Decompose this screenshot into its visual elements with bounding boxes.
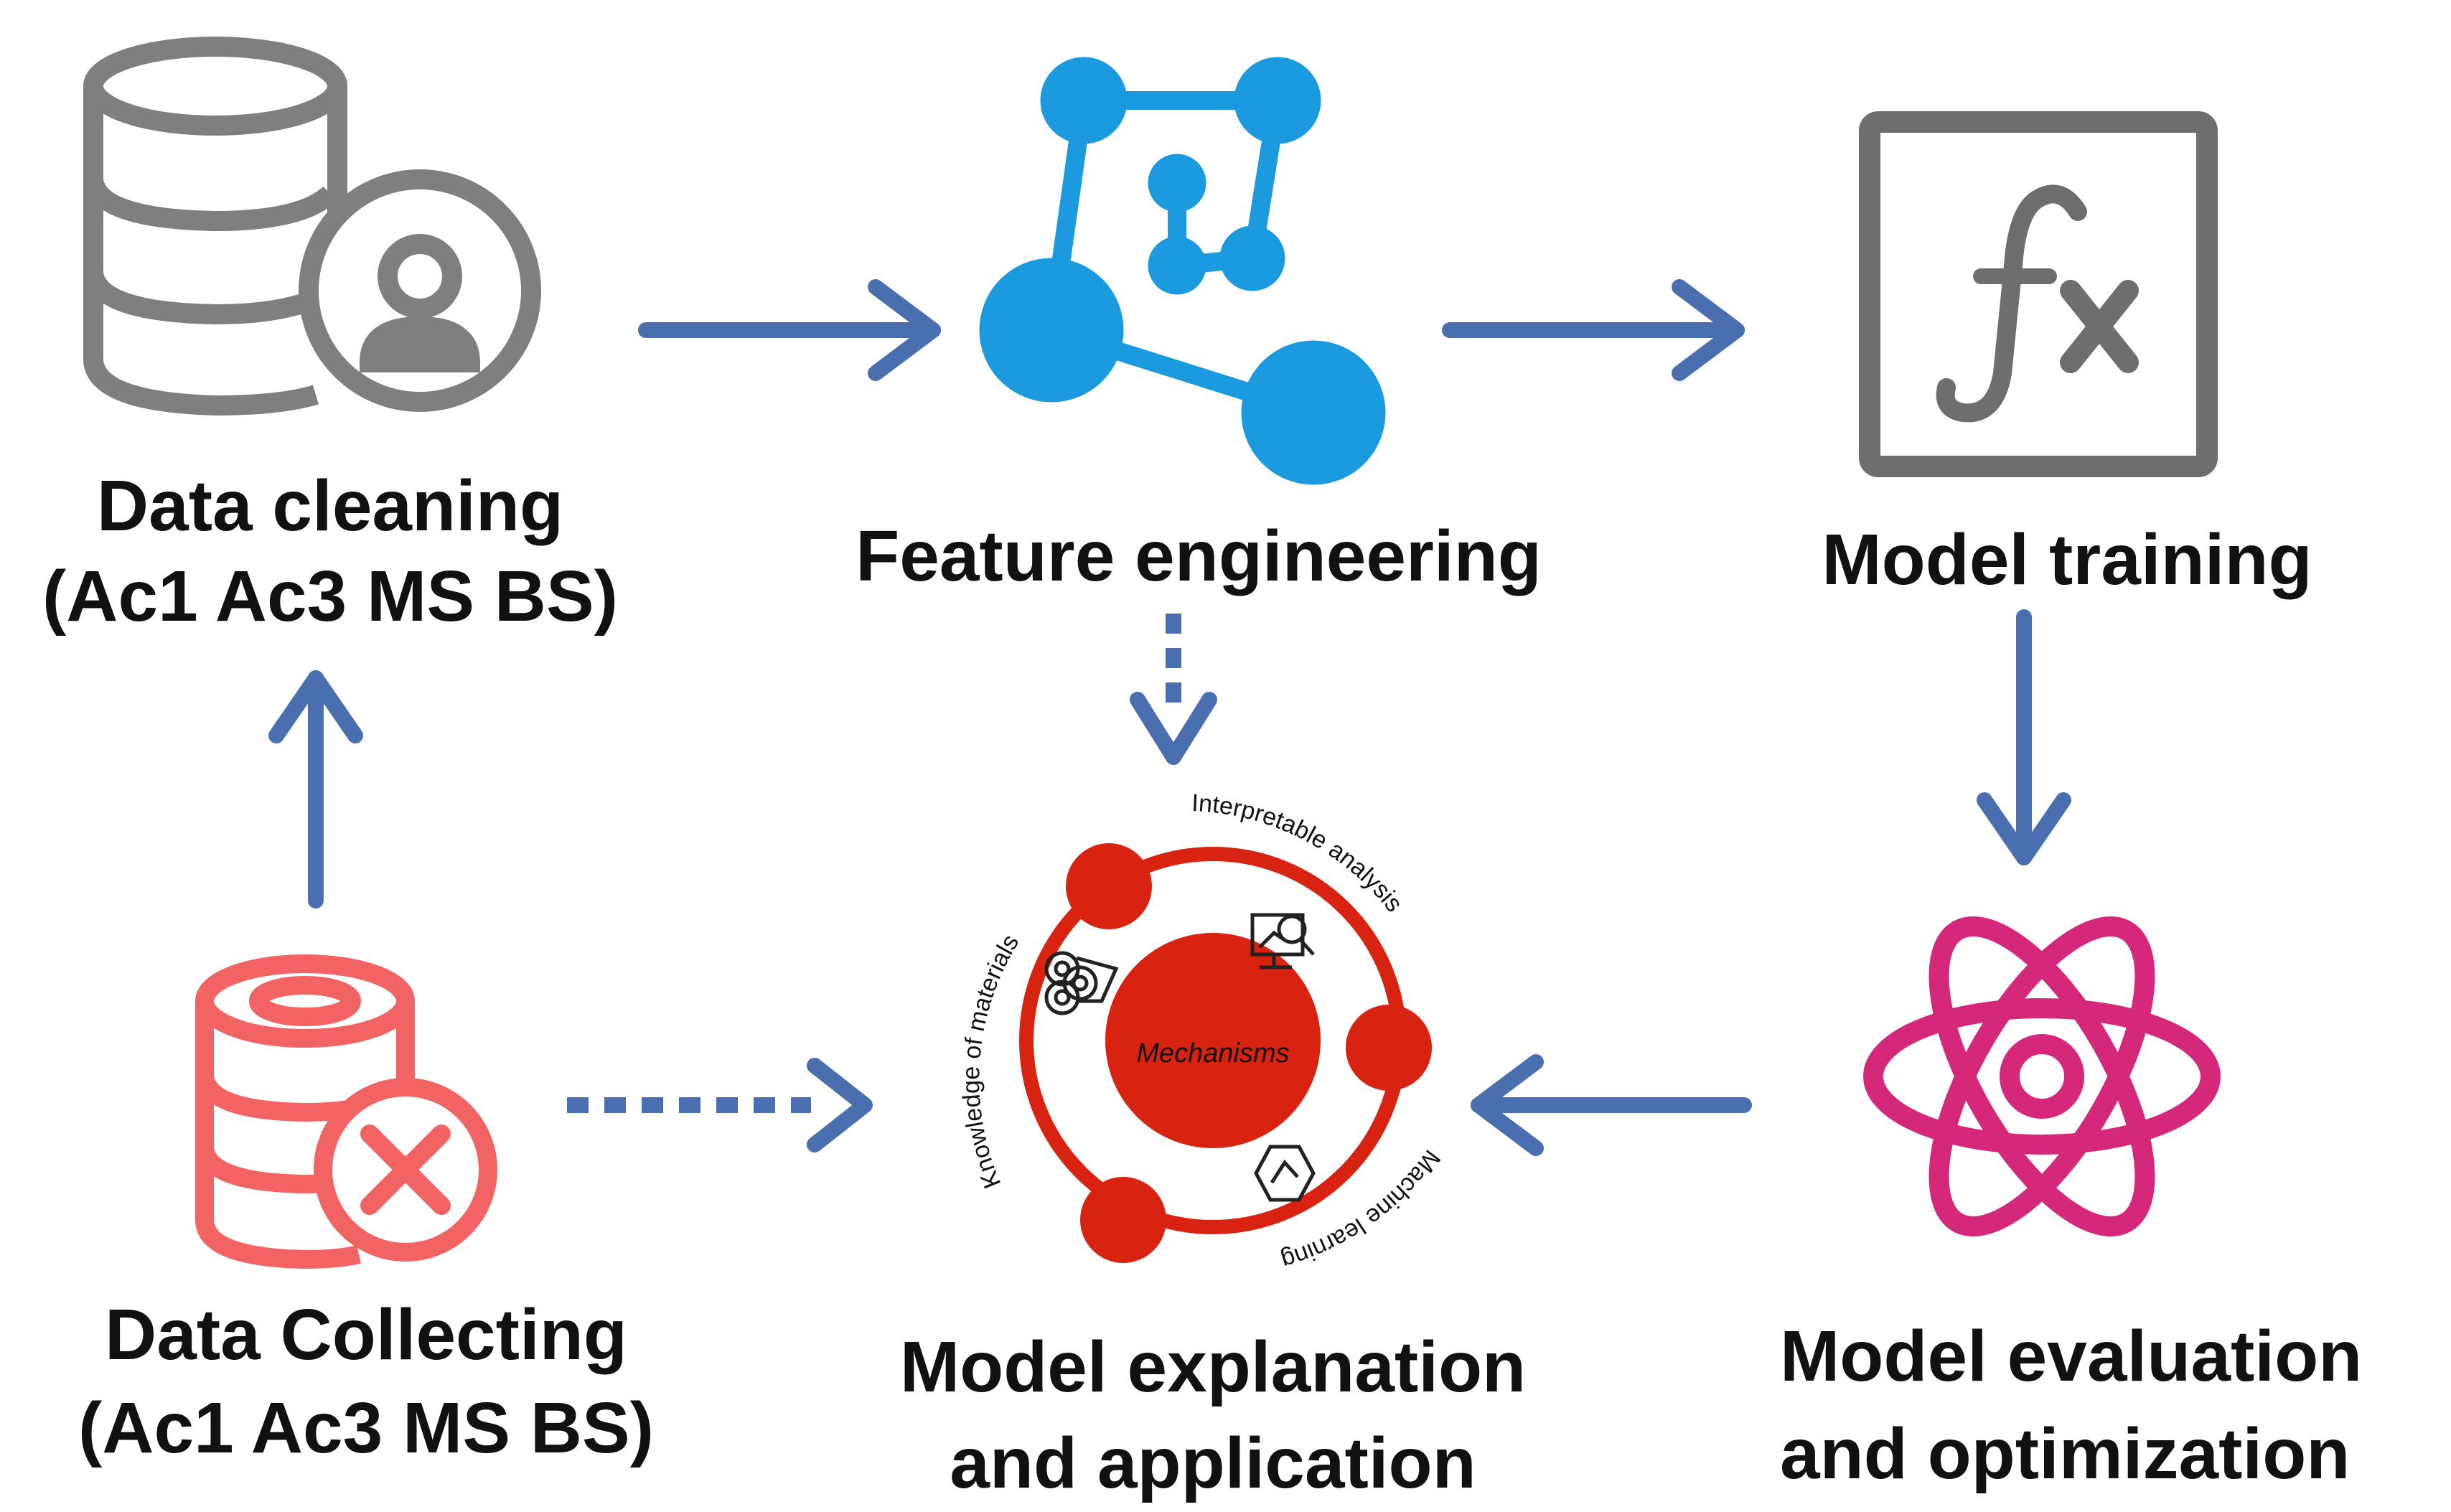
data-cleaning-label: Data cleaning (Ac1 Ac3 MS BS) [0, 470, 660, 632]
feature-network-icon [979, 57, 1386, 485]
database-error-icon [195, 954, 497, 1269]
model-evaluation-label: Model evaluation and optimization [1780, 1320, 2451, 1490]
arrow-evaluation-to-explanation [1471, 1054, 1752, 1156]
data-cleaning-title: Data cleaning [96, 466, 564, 546]
feature-engineering-title: Feature engineering [856, 516, 1542, 596]
arrow-feature-to-explanation-dotted [1130, 614, 1217, 765]
feature-engineering-label: Feature engineering [804, 520, 1593, 592]
model-evaluation-title: Model evaluation [1780, 1316, 2363, 1396]
arrow-collecting-to-explanation-dotted [567, 1058, 873, 1152]
arrow-cleaning-to-feature [638, 279, 941, 381]
svg-text:Knowledge of materials: Knowledge of materials [957, 930, 1024, 1193]
model-explanation-title: Model explanation [899, 1327, 1527, 1407]
arrow-training-to-evaluation [1977, 609, 2071, 865]
mechanisms-cycle-icon: Mechanisms Interpretable analysis Knowle… [957, 789, 1445, 1274]
atom-icon [1863, 916, 2221, 1236]
data-collecting-title: Data Collecting [105, 1295, 627, 1375]
function-box-icon [1859, 111, 2218, 477]
mechanisms-center-text: Mechanisms [1136, 1038, 1289, 1069]
arrow-collecting-to-cleaning [268, 670, 363, 908]
model-training-label: Model training [1758, 524, 2376, 596]
arrow-feature-to-training [1442, 279, 1745, 381]
data-collecting-label: Data Collecting (Ac1 Ac3 MS BS) [43, 1299, 689, 1464]
data-cleaning-subtitle: (Ac1 Ac3 MS BS) [42, 556, 619, 637]
model-evaluation-subtitle: and optimization [1780, 1414, 2351, 1494]
ring-label-left: Knowledge of materials [957, 930, 1024, 1193]
model-training-title: Model training [1822, 520, 2312, 600]
flow-arrows [268, 279, 2071, 1156]
data-collecting-subtitle: (Ac1 Ac3 MS BS) [78, 1388, 655, 1468]
model-explanation-label: Model explanation and application [833, 1331, 1593, 1499]
model-explanation-subtitle: and application [950, 1423, 1476, 1503]
database-user-icon [83, 37, 541, 416]
